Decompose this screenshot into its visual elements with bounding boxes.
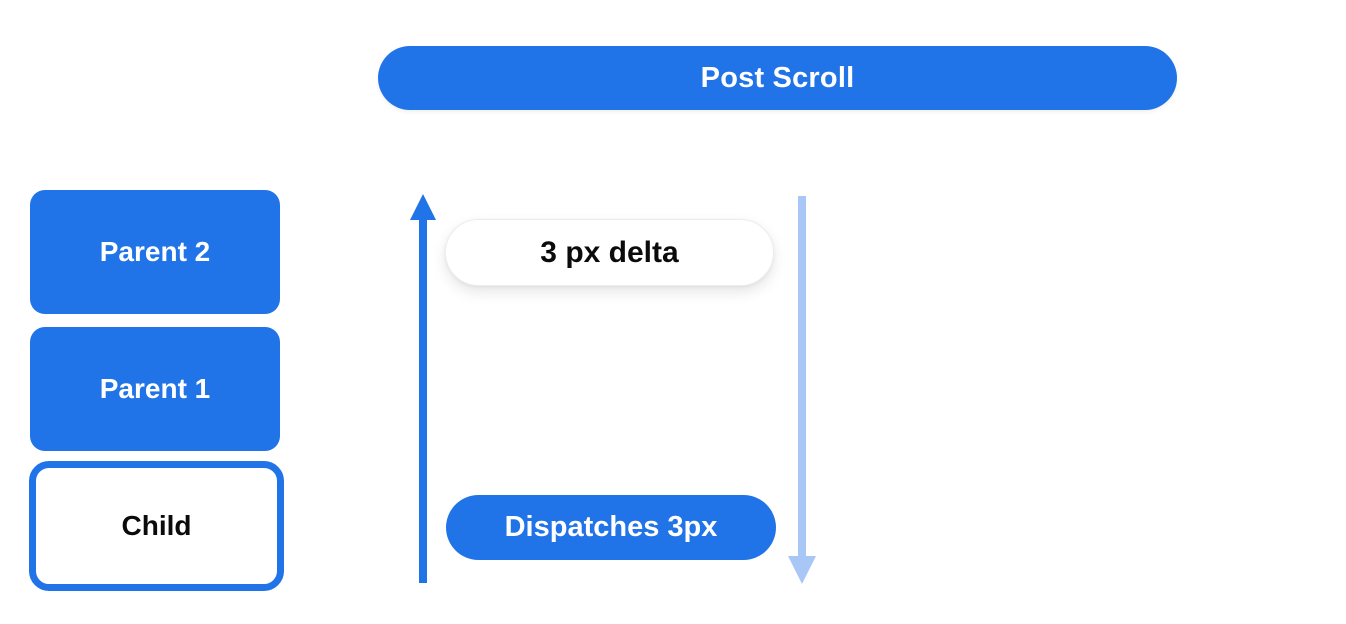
delta-pill: 3 px delta: [445, 219, 774, 286]
dispatch-pill: Dispatches 3px: [446, 495, 776, 560]
box-parent-2: Parent 2: [30, 190, 280, 314]
box-parent-2-label: Parent 2: [99, 236, 211, 267]
dispatch-pill-label: Dispatches 3px: [504, 511, 718, 543]
box-parent-1-label: Parent 1: [99, 373, 211, 404]
box-child-label: Child: [121, 510, 192, 541]
arrow-up-icon: [410, 194, 436, 220]
post-scroll-banner: Post Scroll: [378, 46, 1177, 110]
box-parent-1: Parent 1: [30, 327, 280, 451]
arrow-down-icon: [788, 556, 816, 584]
box-child: Child: [29, 461, 284, 591]
arrow-down-shaft: [798, 196, 806, 558]
post-scroll-label: Post Scroll: [700, 61, 855, 94]
arrow-up-shaft: [419, 216, 427, 583]
delta-pill-label: 3 px delta: [540, 235, 679, 269]
